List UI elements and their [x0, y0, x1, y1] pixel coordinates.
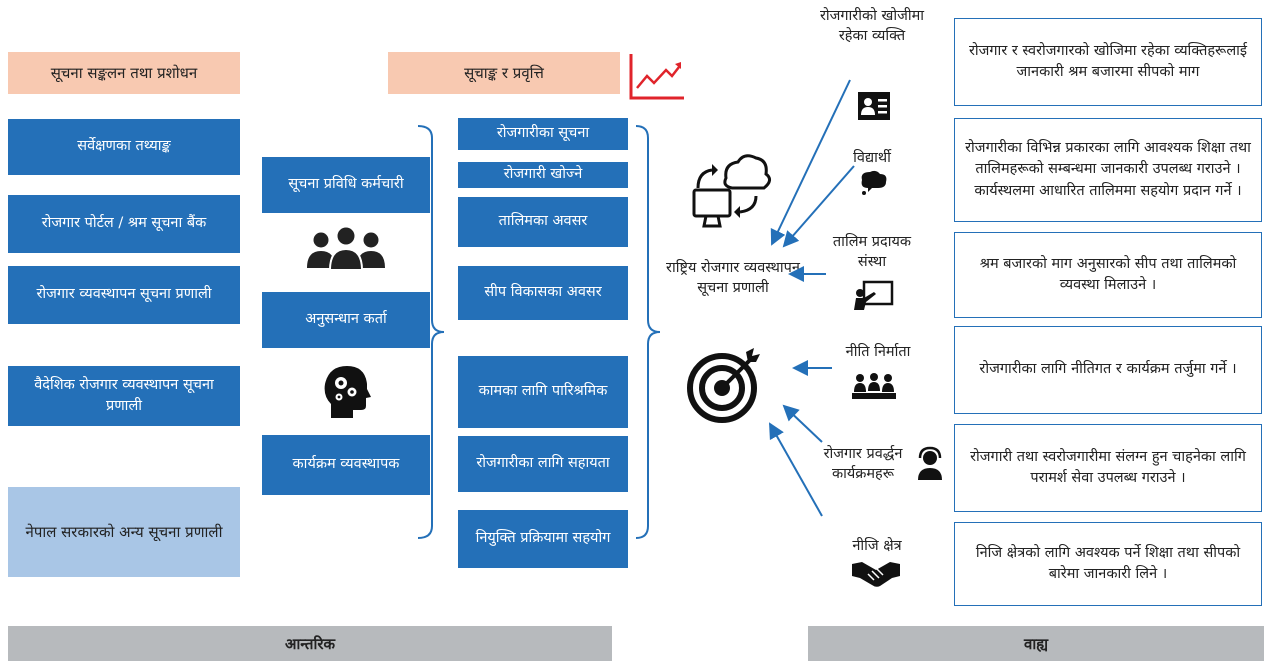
use-job-seeker-info: रोजगार र स्वरोजगारको खोजिमा रहेका व्यक्त… [954, 18, 1262, 106]
stakeholder-training-provider-label: तालिम प्रदायक संस्था [832, 234, 912, 271]
source-survey-data: सर्वेक्षणका तथ्याङ्क [8, 119, 240, 175]
use-counseling-services: रोजगारी तथा स्वरोजगारीमा संलग्न हुन चाहन… [954, 424, 1262, 512]
source-employment-portal: रोजगार पोर्टल / श्रम सूचना बैंक [8, 195, 240, 253]
headset-agent-icon [916, 446, 944, 482]
right-brace [635, 125, 661, 539]
indicator-employment-info: रोजगारीका सूचना [458, 118, 628, 150]
teacher-board-icon [852, 280, 894, 312]
stakeholder-private-sector-label: नीजि क्षेत्र [852, 538, 902, 554]
use-private-sector-info: निजि क्षेत्रको लागि अवश्यक पर्ने शिक्षा … [954, 522, 1262, 606]
stakeholder-policy-maker-label: नीति निर्माता [845, 344, 911, 360]
indicator-skill-development: सीप विकासका अवसर [458, 266, 628, 320]
use-student-education-info: रोजगारीका विभिन्न प्रकारका लागि आवश्यक श… [954, 118, 1262, 222]
indicator-training-opportunities: तालिमका अवसर [458, 197, 628, 247]
source-foreign-emis: वैदेशिक रोजगार व्यवस्थापन सूचना प्रणाली [8, 366, 240, 426]
indicator-employment-support: रोजगारीका लागि सहायता [458, 436, 628, 492]
sources-header: सूचना सङ्कलन तथा प्रशोधन [8, 52, 240, 94]
source-other-gov-systems: नेपाल सरकारको अन्य सूचना प्रणाली [8, 487, 240, 577]
external-footer: वाह्य [808, 626, 1264, 661]
handshake-icon [852, 558, 900, 588]
center-system-label: राष्ट्रिय रोजगार व्यवस्थापन सूचना प्रणाल… [666, 260, 800, 297]
researcher-box: अनुसन्धान कर्ता [262, 292, 430, 348]
source-emis: रोजगार व्यवस्थापन सूचना प्रणाली [8, 266, 240, 324]
indicators-header: सूचाङ्क र प्रवृत्ति [388, 52, 620, 94]
cloud-computer-sync-icon [688, 150, 774, 236]
internal-footer: आन्तरिक [8, 626, 612, 661]
thinking-head-icon [858, 170, 888, 196]
left-brace [417, 125, 445, 539]
person-card-icon [858, 92, 890, 120]
it-staff-box: सूचना प्रविधि कर्मचारी [262, 157, 430, 213]
program-manager-box: कार्यक्रम व्यवस्थापक [262, 435, 430, 495]
stakeholder-student-label: विद्यार्थी [853, 150, 891, 166]
indicator-recruitment-support: नियुक्ति प्रक्रियामा सहयोग [458, 510, 628, 568]
trend-chart-icon [628, 52, 686, 102]
indicator-job-seekers: रोजगारी खोज्ने [458, 162, 628, 188]
people-group-icon [303, 222, 389, 278]
brain-gears-head-icon [321, 362, 371, 420]
use-policy-formulation: रोजगारीका लागि नीतिगत र कार्यक्रम तर्जुम… [954, 326, 1262, 414]
indicator-wages: कामका लागि पारिश्रमिक [458, 356, 628, 428]
target-arrow-icon [684, 344, 766, 426]
use-training-arrangement: श्रम बजारको माग अनुसारको सीप तथा तालिमको… [954, 232, 1262, 318]
meeting-group-icon [852, 372, 896, 400]
stakeholder-promotion-programs-label: रोजगार प्रवर्द्धन कार्यक्रमहरू [823, 446, 903, 483]
stakeholder-job-seekers-label: रोजगारीको खोजीमा रहेका व्यक्ति [819, 8, 925, 45]
